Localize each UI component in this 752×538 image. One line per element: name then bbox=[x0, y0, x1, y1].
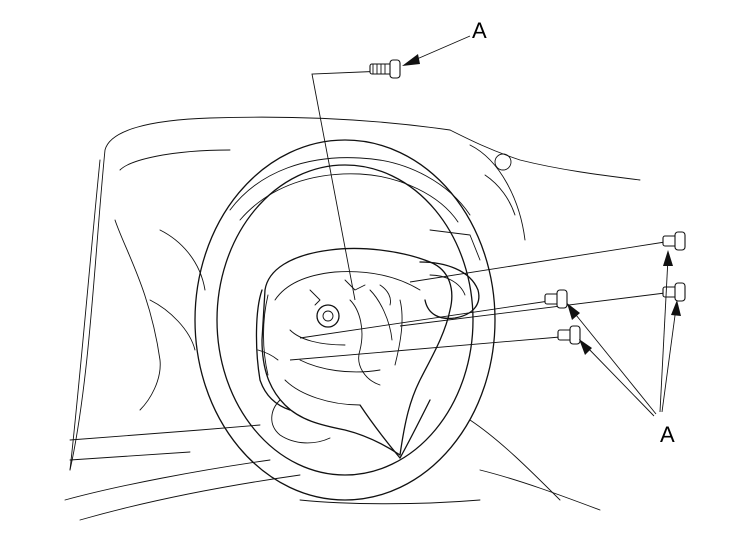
bolt-right-upper bbox=[662, 231, 686, 251]
right-spoke-panel bbox=[419, 261, 480, 320]
steering-wheel-hub bbox=[261, 247, 453, 456]
left-spoke-panel bbox=[255, 289, 291, 411]
bolt-middle-left bbox=[544, 289, 568, 309]
callout-label-top: A bbox=[472, 18, 487, 43]
dashboard-outline bbox=[64, 116, 641, 521]
callout-arrows-bottom bbox=[567, 250, 681, 417]
steering-wheel-rim bbox=[194, 139, 496, 501]
leader-lines bbox=[289, 70, 666, 361]
bolt-lower-left bbox=[557, 325, 581, 345]
callout-arrow-top bbox=[402, 35, 471, 66]
bottom-spoke bbox=[271, 399, 431, 459]
callout-label-bottom: A bbox=[660, 422, 675, 447]
bolt-top bbox=[369, 59, 401, 79]
